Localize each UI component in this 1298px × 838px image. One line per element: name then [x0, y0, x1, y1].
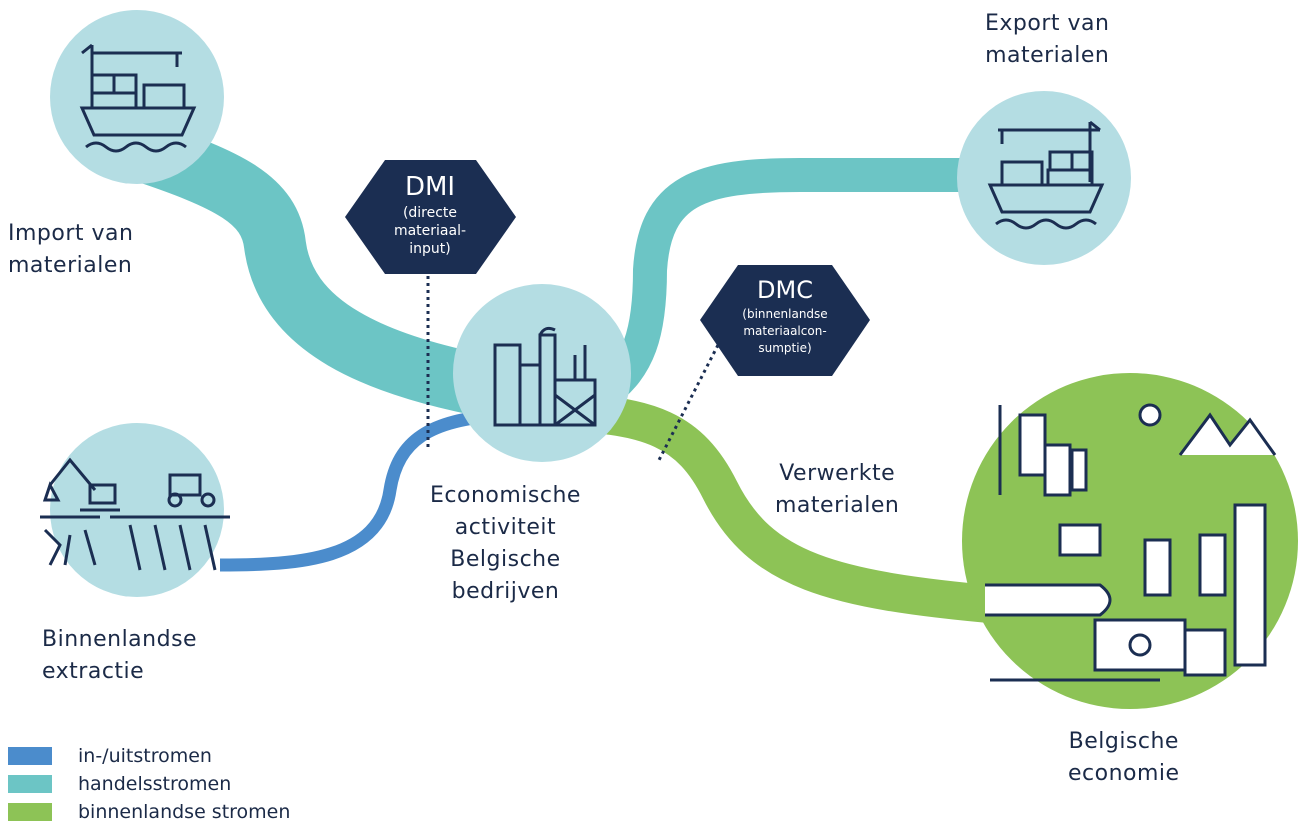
dmc-hexagon — [700, 265, 870, 376]
dmc-line3: sumptie) — [758, 341, 811, 355]
dmi-line2: materiaal- — [394, 223, 466, 239]
extraction-flow — [219, 408, 501, 572]
flows — [130, 120, 1002, 624]
dmi-line1: (directe — [403, 205, 457, 221]
economy-label: Belgische economie — [1068, 726, 1180, 790]
dmi-title: DMI — [405, 172, 455, 202]
extraction-label: Binnenlandse extractie — [42, 624, 197, 688]
export-label: Export van materialen — [985, 8, 1109, 72]
legend-label: handelsstromen — [78, 773, 232, 795]
flow-label: Verwerkte materialen — [775, 458, 899, 522]
import-label: Import van materialen — [8, 218, 133, 282]
dmc-line1: (binnenlandse — [742, 307, 827, 321]
dmi-hexagon — [345, 160, 516, 274]
extraction-node-circle — [50, 423, 224, 597]
legend-item: in-/uitstromen — [8, 742, 290, 770]
import-label-line1: Import van — [8, 221, 134, 246]
dmi-line3: input) — [409, 241, 450, 257]
domestic-flow — [559, 393, 1002, 624]
activity-label-line3: Belgische — [450, 547, 561, 572]
activity-label: Economische activiteit Belgische bedrijv… — [430, 480, 581, 608]
flow-label-line1: Verwerkte — [779, 461, 896, 486]
import-label-line2: materialen — [8, 253, 133, 278]
activity-label-line1: Economische — [430, 483, 581, 508]
cargo-ship-crane-icon — [79, 43, 197, 153]
legend-swatch-blue — [8, 747, 52, 765]
legend-item: handelsstromen — [8, 770, 290, 798]
import-flow — [130, 120, 545, 426]
export-label-line1: Export van — [985, 11, 1110, 36]
legend-label: in-/uitstromen — [78, 745, 212, 767]
activity-label-line2: activiteit — [454, 515, 557, 540]
dmc-line2: materiaalcon- — [743, 324, 826, 338]
export-label-line2: materialen — [985, 43, 1110, 68]
economy-label-line2: economie — [1068, 761, 1180, 786]
activity-node-circle — [453, 284, 631, 462]
export-flow — [590, 158, 985, 410]
extraction-label-line1: Binnenlandse — [42, 627, 198, 652]
factory-icon — [493, 326, 597, 427]
economy-label-line1: Belgische — [1068, 729, 1179, 754]
legend-item: binnenlandse stromen — [8, 798, 290, 826]
cargo-ship-crane-icon — [987, 120, 1105, 230]
flow-label-line2: materialen — [775, 493, 900, 518]
dmc-title: DMC — [757, 276, 813, 304]
legend-swatch-green — [8, 803, 52, 821]
legend-swatch-teal — [8, 775, 52, 793]
legend-label: binnenlandse stromen — [78, 801, 291, 823]
extraction-label-line2: extractie — [42, 659, 145, 684]
dmc-leader-line — [656, 344, 720, 463]
legend: in-/uitstromen handelsstromen binnenland… — [8, 742, 290, 826]
export-node-circle — [957, 91, 1131, 265]
excavator-farm-icon — [40, 457, 230, 571]
activity-label-line4: bedrijven — [451, 579, 560, 604]
city-icon — [985, 403, 1277, 682]
